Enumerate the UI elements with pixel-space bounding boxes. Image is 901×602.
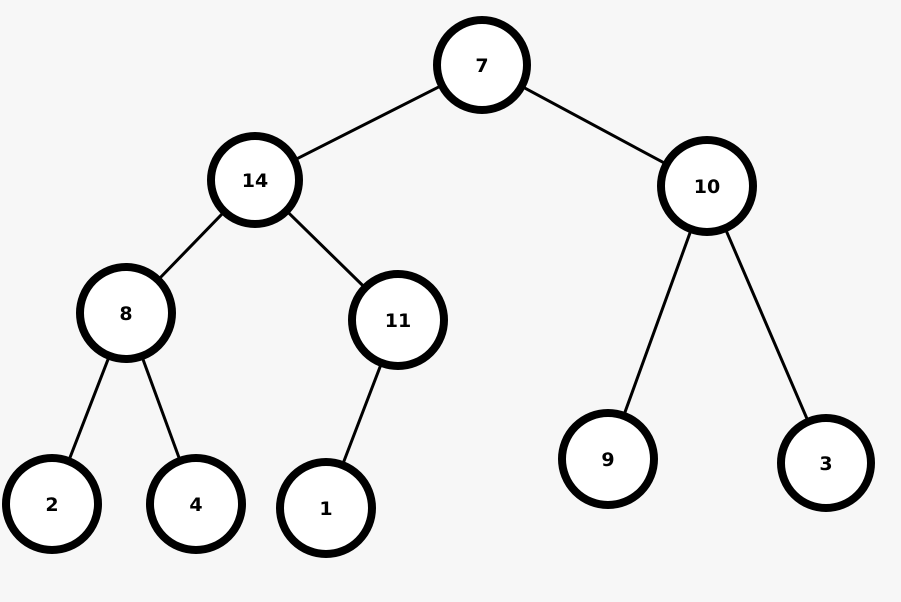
node-circle-2[interactable] — [2, 454, 102, 554]
tree-edge-14-11 — [285, 209, 366, 289]
tree-edge-14-8 — [157, 210, 226, 281]
node-label-11: 11 — [385, 310, 411, 332]
tree-node-14[interactable]: 14 — [207, 132, 303, 228]
tree-edge-10-3 — [724, 227, 810, 423]
tree-node-1[interactable]: 1 — [276, 458, 376, 558]
node-circle-1[interactable] — [276, 458, 376, 558]
node-circle-4[interactable] — [146, 454, 246, 554]
tree-node-8[interactable]: 8 — [76, 263, 176, 363]
node-label-2: 2 — [45, 494, 58, 516]
tree-edge-11-1 — [341, 362, 383, 466]
node-label-9: 9 — [601, 449, 614, 471]
node-circle-7[interactable] — [433, 16, 531, 114]
tree-edge-8-2 — [67, 355, 111, 462]
node-circle-3[interactable] — [777, 414, 875, 512]
node-label-4: 4 — [189, 494, 202, 516]
tree-node-2[interactable]: 2 — [2, 454, 102, 554]
tree-edge-10-9 — [622, 228, 693, 417]
node-label-10: 10 — [694, 176, 720, 198]
tree-edge-8-4 — [140, 355, 182, 462]
tree-edge-7-14 — [293, 84, 443, 162]
node-circle-8[interactable] — [76, 263, 176, 363]
node-circle-14[interactable] — [207, 132, 303, 228]
node-label-3: 3 — [819, 453, 832, 475]
edge-layer — [67, 84, 810, 466]
node-label-7: 7 — [475, 55, 488, 77]
tree-node-4[interactable]: 4 — [146, 454, 246, 554]
node-circle-11[interactable] — [348, 270, 448, 370]
node-label-1: 1 — [319, 498, 332, 520]
tree-edge-7-10 — [521, 85, 668, 166]
tree-node-7[interactable]: 7 — [433, 16, 531, 114]
node-circle-10[interactable] — [657, 136, 757, 236]
tree-node-9[interactable]: 9 — [558, 409, 658, 509]
node-circle-9[interactable] — [558, 409, 658, 509]
node-label-14: 14 — [242, 170, 268, 192]
tree-node-3[interactable]: 3 — [777, 414, 875, 512]
tree-node-11[interactable]: 11 — [348, 270, 448, 370]
tree-node-10[interactable]: 10 — [657, 136, 757, 236]
node-layer: 7 14 10 8 11 2 4 1 9 3 — [2, 16, 875, 558]
node-label-8: 8 — [119, 303, 132, 325]
